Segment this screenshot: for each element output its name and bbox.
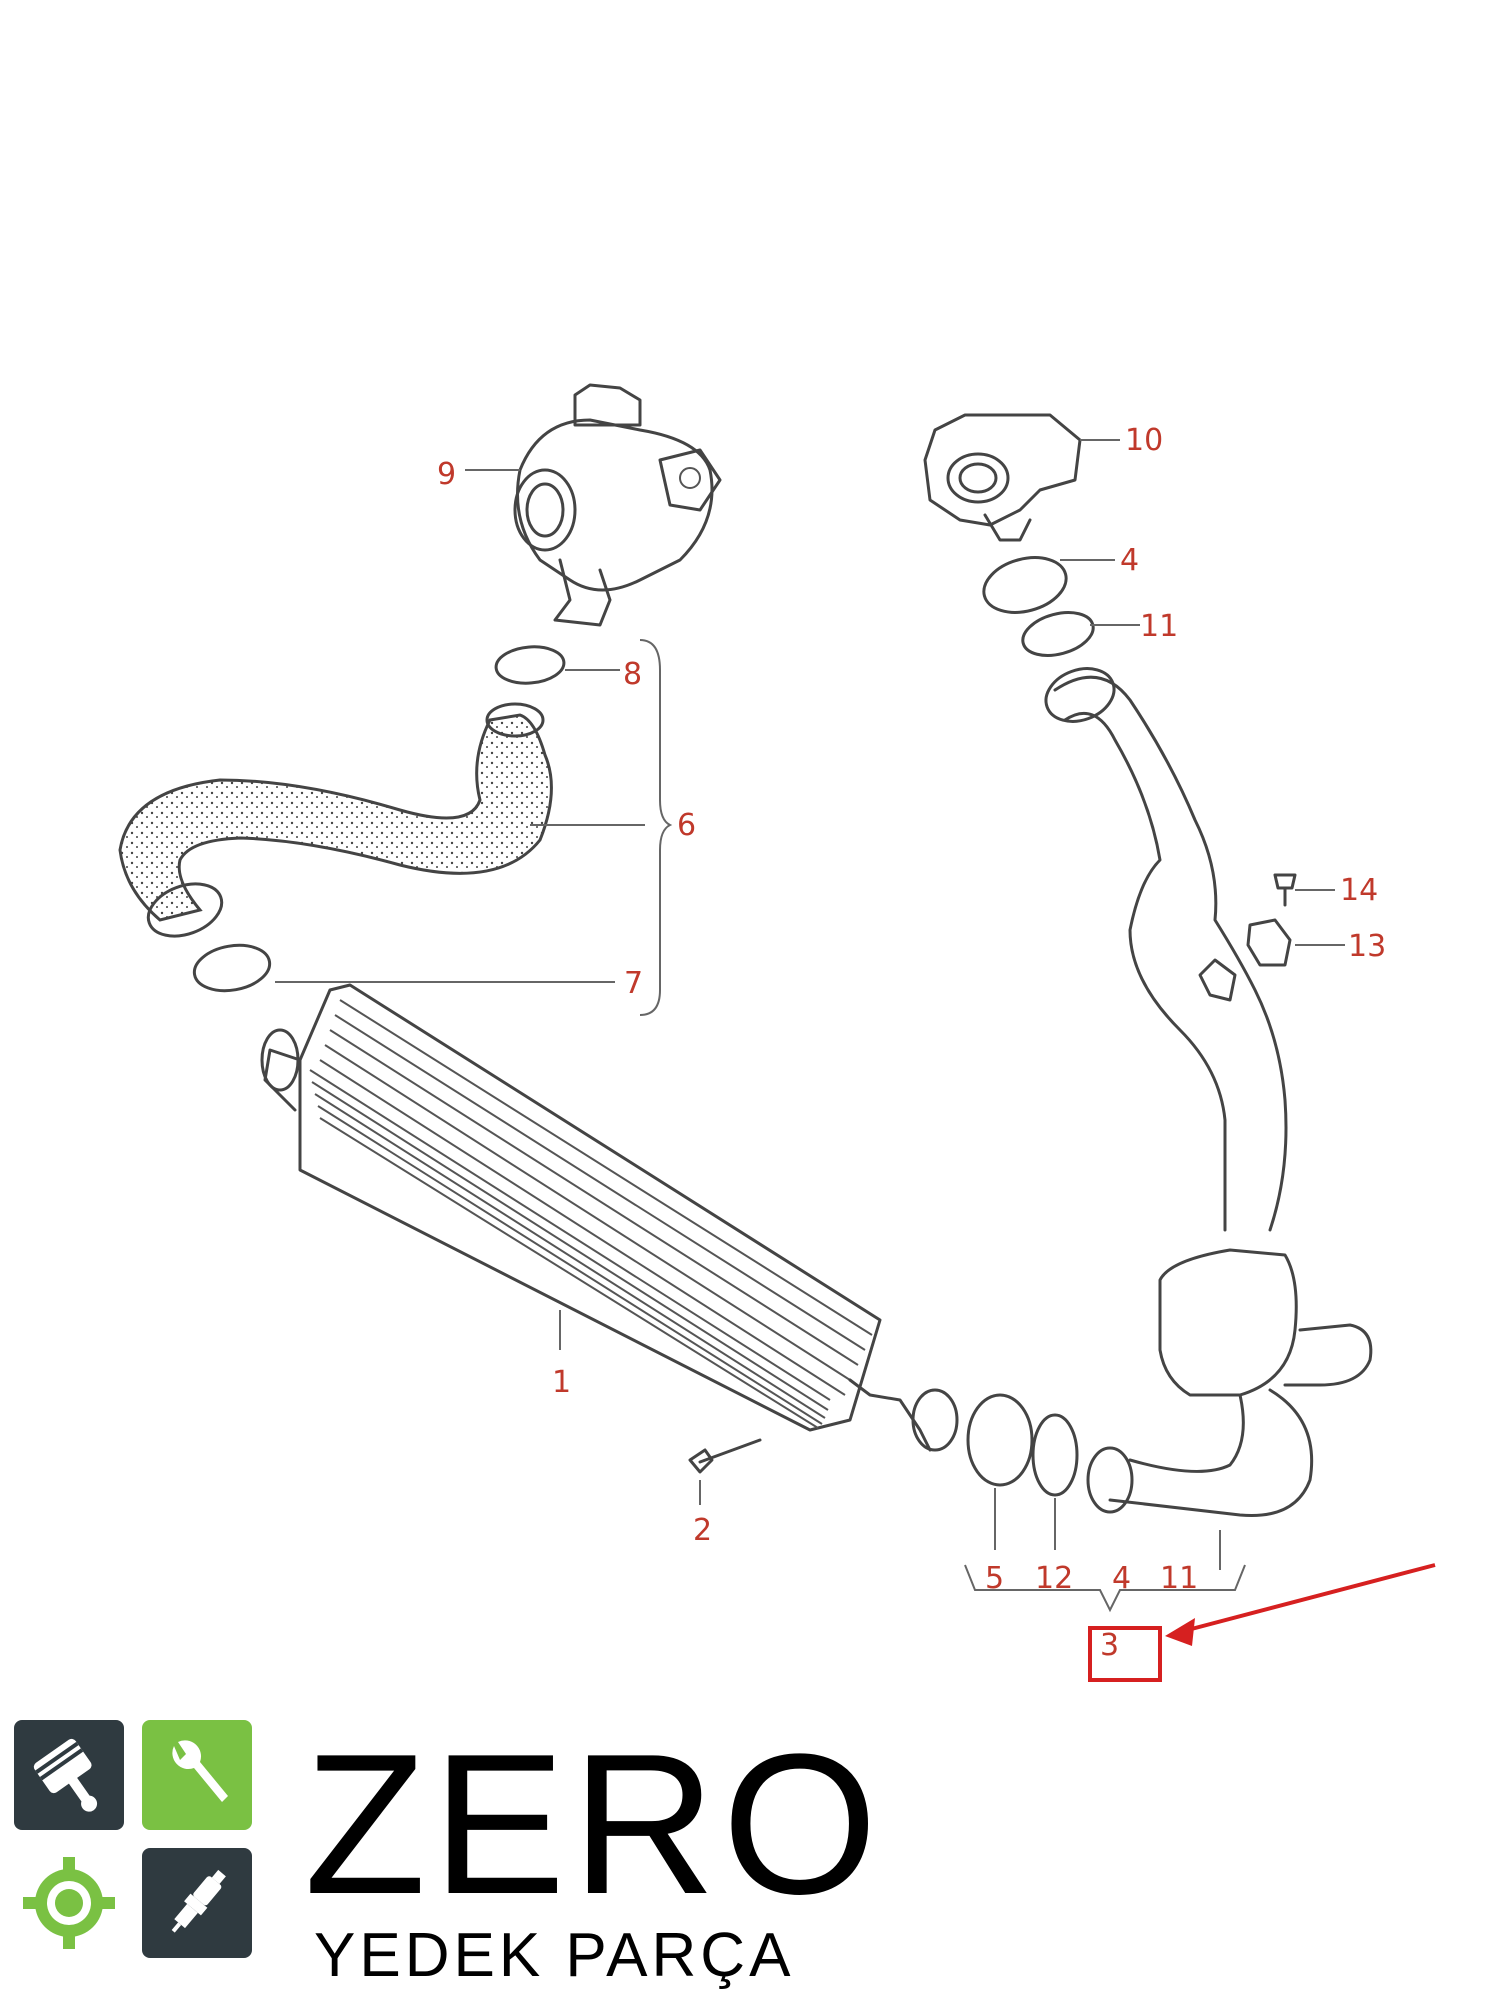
callout-12: 12 xyxy=(1035,1561,1073,1596)
wrench-icon xyxy=(172,1740,228,1802)
piston-icon xyxy=(33,1738,98,1812)
intercooler-1 xyxy=(260,983,959,1452)
charge-air-pipe-3 xyxy=(1044,667,1373,1518)
o-ring-11-top xyxy=(1021,611,1095,657)
callout-10: 10 xyxy=(1125,423,1163,458)
wrench-tile xyxy=(142,1720,252,1830)
spark-plug-tile xyxy=(142,1848,252,1958)
hose-clamp-8 xyxy=(494,645,566,685)
brand-tagline: YEDEK PARÇA xyxy=(314,1921,795,1990)
gear-tile xyxy=(14,1848,124,1958)
bolt-14 xyxy=(1273,873,1297,907)
o-ring-12 xyxy=(1031,1413,1079,1497)
screw-2 xyxy=(688,1438,762,1474)
intercooler-hose-6 xyxy=(118,702,553,938)
arrow-head-icon xyxy=(1165,1618,1195,1646)
leader-lines xyxy=(275,439,1345,1613)
brand-name: ZERO xyxy=(304,1713,884,1936)
pressure-sensor-13 xyxy=(1246,918,1292,967)
callout-2: 2 xyxy=(693,1513,712,1548)
callout-6: 6 xyxy=(677,808,696,843)
callout-5: 5 xyxy=(985,1561,1004,1596)
callout-labels: 9 10 4 11 8 6 7 14 13 1 2 5 12 4 11 3 xyxy=(437,423,1386,1663)
hose-clamp-5 xyxy=(966,1393,1034,1487)
intercooler-parts-diagram: 9 10 4 11 8 6 7 14 13 1 2 5 12 4 11 3 xyxy=(118,383,1436,1682)
gear-icon xyxy=(23,1857,115,1949)
turbocharger xyxy=(513,383,722,627)
callout-4-top: 4 xyxy=(1120,543,1139,578)
callout-4-bottom: 4 xyxy=(1112,1561,1131,1596)
throttle-body xyxy=(923,413,1082,542)
hose-clamp-4-top xyxy=(982,556,1068,614)
callout-9: 9 xyxy=(437,457,456,492)
callout-11-bottom: 11 xyxy=(1160,1561,1198,1596)
callout-7: 7 xyxy=(624,966,643,1001)
callout-1: 1 xyxy=(552,1365,571,1400)
callout-8: 8 xyxy=(623,657,642,692)
callout-3: 3 xyxy=(1100,1628,1119,1663)
piston-tile xyxy=(14,1720,124,1830)
highlight-arrow xyxy=(1179,1563,1436,1634)
callout-11-top: 11 xyxy=(1140,609,1178,644)
highlight-box xyxy=(1088,1626,1162,1682)
spark-plug-icon xyxy=(171,1869,226,1933)
callout-13: 13 xyxy=(1348,929,1386,964)
highlight-annotation xyxy=(1088,1563,1436,1682)
callout-14: 14 xyxy=(1340,873,1378,908)
hose-clamp-7 xyxy=(192,943,272,993)
